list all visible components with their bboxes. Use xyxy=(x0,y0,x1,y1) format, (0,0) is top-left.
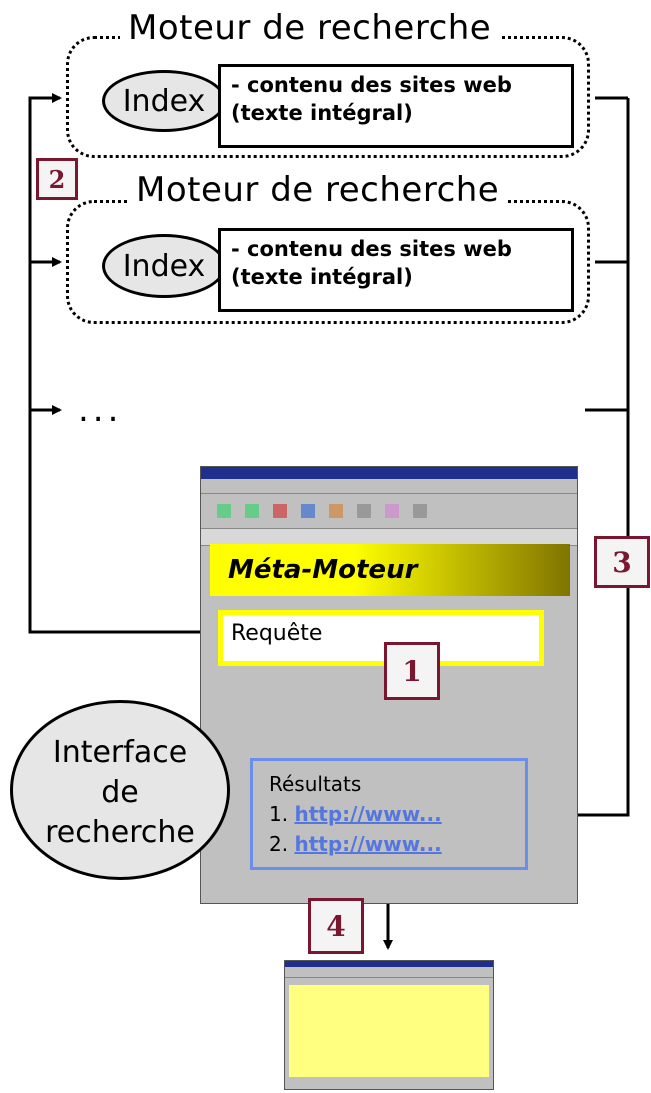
browser-toolbar xyxy=(201,494,577,529)
step-1-badge: 1 xyxy=(384,642,440,700)
result-page-content xyxy=(289,985,489,1077)
index-label-1: Index xyxy=(122,83,206,119)
step-4-badge: 4 xyxy=(308,898,364,954)
result-2-number: 2. xyxy=(269,832,289,856)
result-item-2: 2. http://www... xyxy=(269,829,525,859)
interface-line-2: de xyxy=(101,775,139,810)
query-input: Requête xyxy=(218,610,544,666)
result-page-titlebar xyxy=(285,961,493,967)
results-title: Résultats xyxy=(269,772,362,796)
engine-title-1: Moteur de recherche xyxy=(120,8,500,48)
back-icon xyxy=(217,504,231,518)
content-line-1b: (texte intégral) xyxy=(231,101,413,125)
search-interface-oval: Interface de recherche xyxy=(10,700,230,880)
content-line-2b: (texte intégral) xyxy=(231,265,413,289)
browser-menubar xyxy=(201,479,577,494)
engine-title-2: Moteur de recherche xyxy=(128,170,508,210)
result-page-window xyxy=(284,960,494,1090)
index-oval-2: Index xyxy=(102,234,226,298)
home-icon xyxy=(329,504,343,518)
index-oval-1: Index xyxy=(102,70,226,132)
browser-titlebar xyxy=(201,467,577,479)
meta-engine-banner: Méta-Moteur xyxy=(210,544,570,596)
interface-line-1: Interface xyxy=(52,735,188,770)
content-box-1: - contenu des sites web (texte intégral) xyxy=(218,64,574,148)
index-label-2: Index xyxy=(122,248,206,284)
refresh-icon xyxy=(301,504,315,518)
result-item-1: 1. http://www... xyxy=(269,799,525,829)
results-panel: Résultats 1. http://www... 2. http://www… xyxy=(250,758,528,870)
result-1-number: 1. xyxy=(269,802,289,826)
interface-line-3: recherche xyxy=(45,815,195,850)
more-engines-ellipsis: ... xyxy=(78,390,123,430)
query-feed-line xyxy=(28,93,222,634)
favorites-icon xyxy=(385,504,399,518)
content-box-2: - contenu des sites web (texte intégral) xyxy=(218,228,574,312)
print-icon xyxy=(413,504,427,518)
result-1-link: http://www... xyxy=(294,802,442,826)
content-line-2a: - contenu des sites web xyxy=(231,237,512,261)
result-page-toolbar xyxy=(285,967,493,978)
search-icon xyxy=(357,504,371,518)
step-2-badge: 2 xyxy=(36,158,78,200)
result-2-link: http://www... xyxy=(294,832,442,856)
forward-icon xyxy=(245,504,259,518)
step-3-badge: 3 xyxy=(594,536,650,588)
stop-icon xyxy=(273,504,287,518)
content-line-1a: - contenu des sites web xyxy=(231,73,512,97)
